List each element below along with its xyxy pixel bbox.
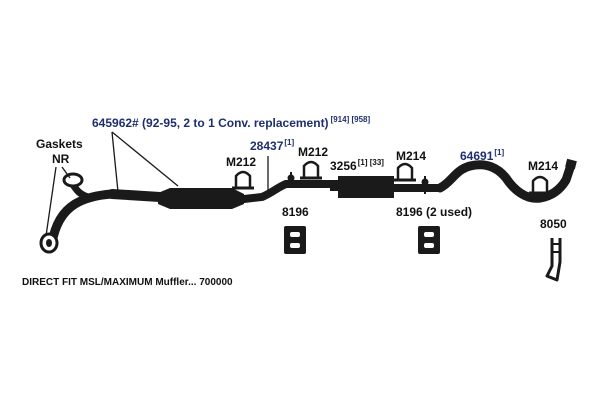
label-clamp-m212-b: M212 (298, 145, 328, 159)
hanger-8196-a-icon (284, 226, 306, 254)
tailpipe-64691 (435, 160, 575, 203)
hanger-8196-b-icon (418, 226, 440, 254)
inlet-flange-hole (46, 239, 52, 247)
label-tailpipe-64691: 64691[1] (460, 148, 504, 163)
label-hanger-8050: 8050 (540, 217, 567, 231)
label-nr: NR (52, 152, 70, 166)
label-muffler-3256: 3256[1] [33] (330, 158, 384, 173)
clamp-m214-b-icon (529, 175, 551, 195)
label-clamp-m214-a: M214 (396, 149, 426, 163)
label-clamp-m212-a: M212 (226, 155, 256, 169)
clamp-m212-a-icon (232, 170, 254, 190)
label-hanger-8196-b: 8196 (2 used) (396, 205, 472, 219)
footer-note: DIRECT FIT MSL/MAXIMUM Muffler... 700000 (22, 277, 233, 288)
tailpipe-end (565, 158, 577, 170)
y-pipe (47, 176, 165, 248)
clamp-m212-b-icon (300, 160, 322, 180)
clamp-m214-a-icon (394, 162, 416, 182)
inlet-flange (62, 172, 84, 188)
label-gaskets: Gaskets (36, 137, 83, 151)
leader-lines (45, 131, 269, 237)
hanger-mark-b (421, 176, 429, 194)
muffler (330, 176, 394, 198)
hanger-8050-icon (545, 238, 562, 282)
label-converter-pipe: 645962# (92-95, 2 to 1 Conv. replacement… (92, 115, 370, 130)
catalytic-converter (158, 188, 244, 209)
label-pipe-28437: 28437[1] (250, 138, 294, 153)
label-clamp-m214-b: M214 (528, 159, 558, 173)
label-hanger-8196-a: 8196 (282, 205, 309, 219)
